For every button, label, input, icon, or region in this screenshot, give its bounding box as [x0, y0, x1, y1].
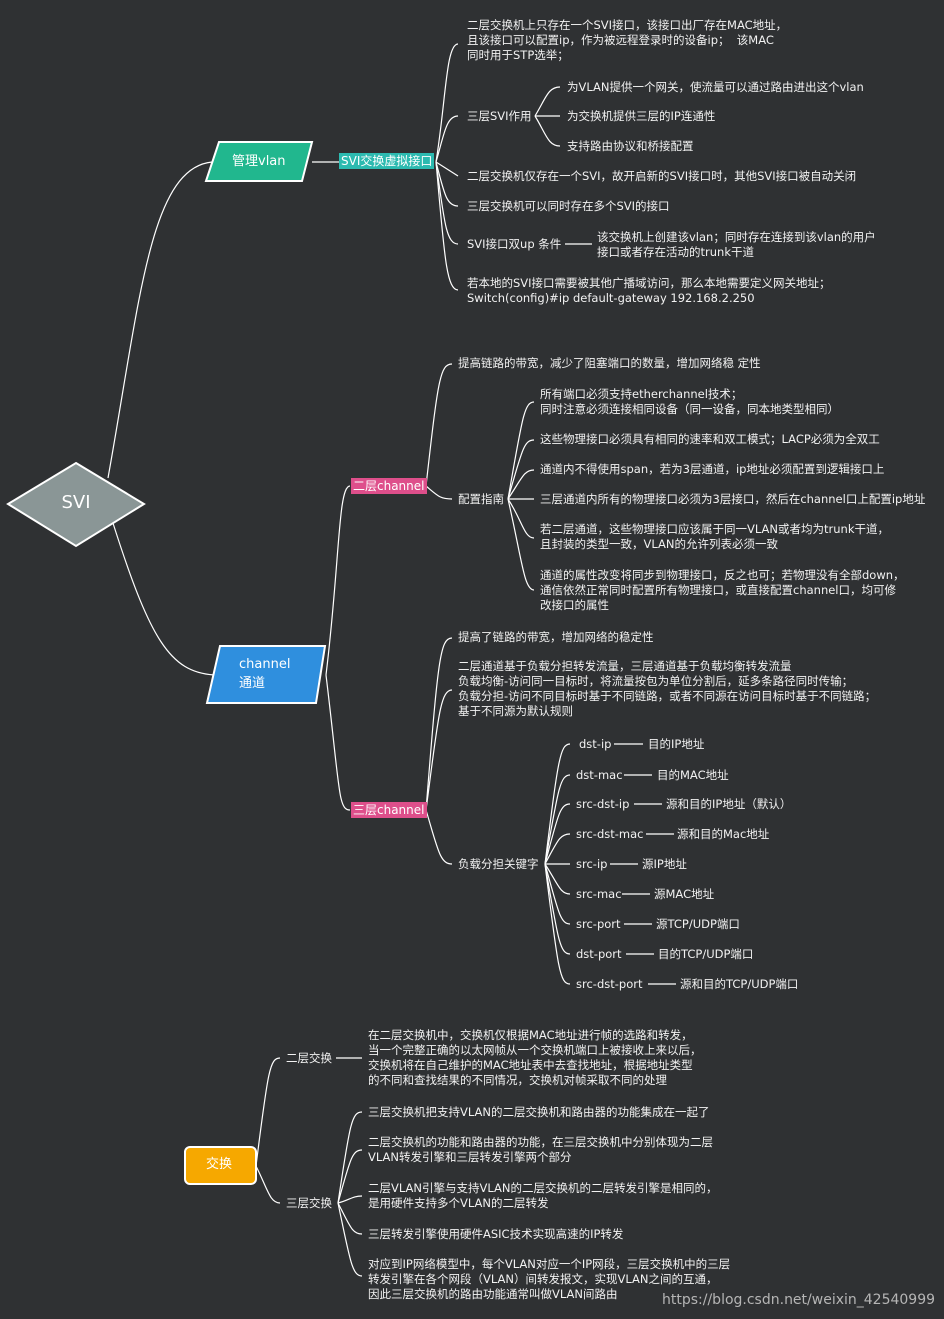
l2-switch-detail: 在二层交换机中，交换机仅根据MAC地址进行帧的选路和转发， 当一个完整正确的以太… [368, 1028, 702, 1087]
svi-l3-role-item-2: 为交换机提供三层的IP连通性 [567, 109, 716, 123]
lb-val-src-dst-ip: 源和目的IP地址（默认） [666, 797, 792, 811]
l3-switch-item-5: 对应到IP网络模型中，每个VLAN对应一个IP网段，三层交换机中的三层 转发引擎… [368, 1257, 731, 1301]
lb-val-src-ip: 源IP地址 [642, 857, 687, 871]
lb-val-src-dst-port: 源和目的TCP/UDP端口 [680, 977, 799, 991]
l3-switch-item-1: 三层交换机把支持VLAN的二层交换机和路由器的功能集成在一起了 [368, 1105, 710, 1119]
connector-root-mgmt [107, 161, 213, 479]
connector-root-channel [111, 519, 215, 676]
l3-channel-benefit: 提高了链路的带宽，增加网络的稳定性 [458, 630, 654, 644]
lb-val-src-port: 源TCP/UDP端口 [656, 917, 740, 931]
lb-key-src-mac: src-mac [576, 887, 622, 901]
config-guide-item-3: 通道内不得使用span，若为3层通道，ip地址必须配置到逻辑接口上 [540, 462, 885, 476]
svi-l3-role-label: 三层SVI作用 [467, 109, 532, 123]
lb-val-src-mac: 源MAC地址 [654, 887, 715, 901]
lb-val-src-dst-mac: 源和目的Mac地址 [677, 827, 770, 841]
watermark: https://blog.csdn.net/weixin_42540999 [662, 1292, 936, 1308]
l3-channel-tag[interactable]: 三层channel [351, 802, 427, 818]
l3-switch-label: 三层交换 [286, 1196, 332, 1210]
config-guide-item-2: 这些物理接口必须具有相同的速率和双工模式；LACP必须为全双工 [540, 432, 880, 446]
l3-switch-item-2: 二层交换机的功能和路由器的功能，在三层交换机中分别体现为二层 VLAN转发引擎和… [368, 1135, 713, 1164]
config-guide-label: 配置指南 [458, 492, 504, 506]
l3-channel-load-detail: 二层通道基于负载分担转发流量，三层通道基于负载均衡转发流量 负载均衡-访问同一目… [458, 659, 877, 718]
lb-key-src-ip: src-ip [576, 857, 608, 871]
lb-key-dst-port: dst-port [576, 947, 622, 961]
svi-l3-role-item-3: 支持路由协议和桥接配置 [567, 139, 694, 153]
svi-interface-tag[interactable]: SVI交换虚拟接口 [339, 153, 435, 169]
lb-key-src-port: src-port [576, 917, 621, 931]
lb-key-dst-ip: dst-ip [579, 737, 612, 751]
switch-label: 交换 [206, 1157, 233, 1172]
l2-channel-benefit: 提高链路的带宽，减少了阻塞端口的数量，增加网络稳 定性 [458, 356, 761, 370]
lb-val-dst-ip: 目的IP地址 [648, 737, 705, 751]
svi-up-condition-label: SVI接口双up 条件 [467, 237, 562, 251]
config-guide-item-5: 若二层通道，这些物理接口应该属于同一VLAN或者均为trunk干道， 且封装的类… [540, 522, 889, 551]
svi-item-l3-multiple: 三层交换机可以同时存在多个SVI的接口 [467, 199, 670, 213]
l2-switch-label: 二层交换 [286, 1051, 332, 1065]
channel-label-line2: 通道 [239, 676, 266, 691]
svi-item-single-interface: 二层交换机上只存在一个SVI接口，该接口出厂存在MAC地址， 且该接口可以配置i… [467, 18, 788, 62]
channel-label-line1: channel [239, 657, 291, 672]
l3-switch-item-3: 二层VLAN引擎与支持VLAN的二层交换机的二层转发引擎是相同的， 是用硬件支持… [368, 1181, 718, 1210]
switch-node[interactable] [184, 1146, 257, 1185]
lb-key-src-dst-ip: src-dst-ip [576, 797, 630, 811]
svi-item-gateway: 若本地的SVI接口需要被其他广播域访问，那么本地需要定义网关地址； Switch… [467, 276, 831, 305]
root-label: SVI [61, 492, 91, 513]
lb-key-src-dst-port: src-dst-port [576, 977, 643, 991]
config-guide-item-1: 所有端口必须支持etherchannel技术； 同时注意必须连接相同设备（同一设… [540, 387, 839, 416]
root-diamond[interactable] [6, 461, 146, 548]
lb-key-dst-mac: dst-mac [576, 768, 623, 782]
l2-channel-tag[interactable]: 二层channel [351, 478, 427, 494]
channel-node[interactable] [205, 645, 327, 704]
svi-up-condition-detail: 该交换机上创建该vlan；同时存在连接到该vlan的用户 接口或者存在活动的tr… [597, 230, 876, 259]
lb-key-src-dst-mac: src-dst-mac [576, 827, 644, 841]
lb-val-dst-port: 目的TCP/UDP端口 [658, 947, 754, 961]
mgmt-vlan-label: 管理vlan [232, 154, 286, 169]
lb-keyword-label: 负载分担关键字 [458, 857, 539, 871]
l3-switch-item-4: 三层转发引擎使用硬件ASIC技术实现高速的IP转发 [368, 1227, 624, 1241]
mgmt-vlan-node[interactable] [204, 141, 314, 182]
svi-l3-role-item-1: 为VLAN提供一个网关，使流量可以通过路由进出这个vlan [567, 80, 864, 94]
config-guide-item-6: 通道的属性改变将同步到物理接口，反之也可；若物理没有全部down， 通信依然正常… [540, 568, 905, 612]
config-guide-item-4: 三层通道内所有的物理接口必须为3层接口，然后在channel口上配置ip地址 [540, 492, 926, 506]
svi-item-l2-only-one: 二层交换机仅存在一个SVI，故开启新的SVI接口时，其他SVI接口被自动关闭 [467, 169, 857, 183]
lb-val-dst-mac: 目的MAC地址 [657, 768, 729, 782]
